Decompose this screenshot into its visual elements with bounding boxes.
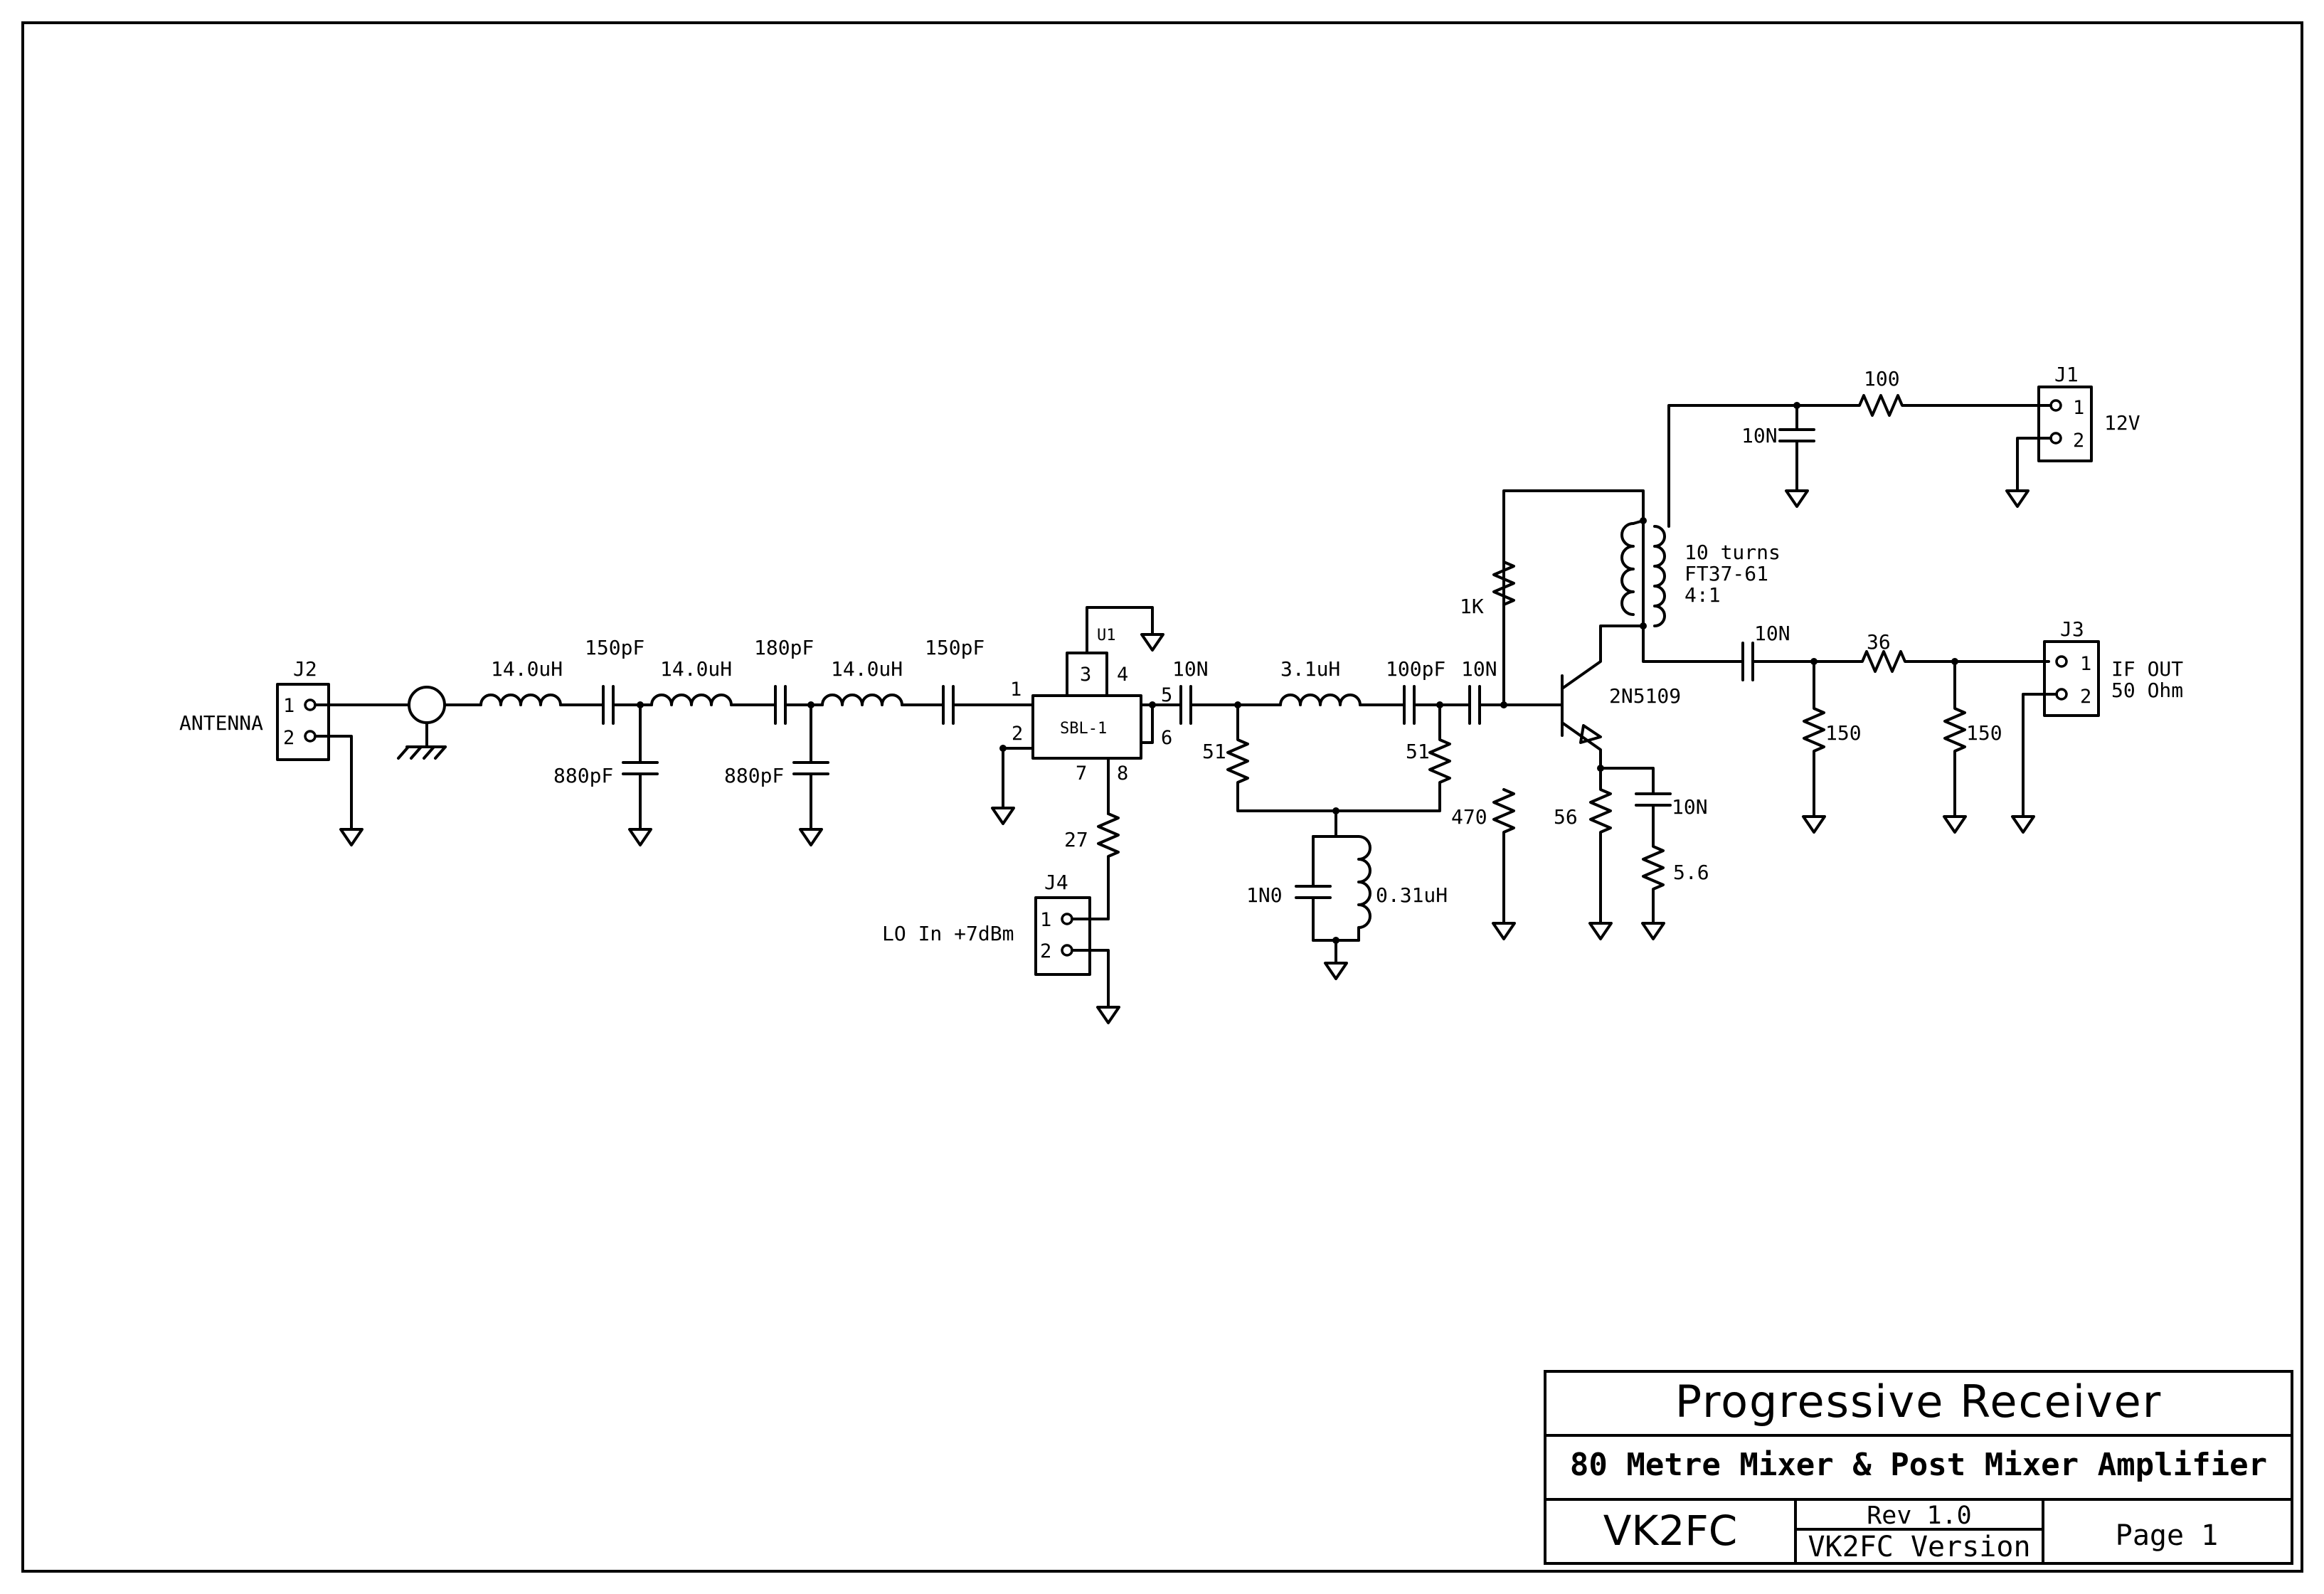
component-label: J4 (1044, 871, 1068, 894)
title-text: Progressive Receiver (1675, 1376, 2163, 1428)
mixer-u1: SBL-1 U1 1 2 3 4 5 6 7 8 (1010, 627, 1172, 785)
component-label: 10 turns (1684, 541, 1781, 564)
component-label: 1 (1040, 909, 1051, 931)
transformer-t1 (1620, 519, 1666, 627)
component-label: 27 (1064, 828, 1088, 851)
resistor-diplexer-right (1428, 703, 1451, 811)
component-label: 10N (1172, 657, 1209, 681)
component-label: 8 (1117, 763, 1128, 785)
component-label: U1 (1097, 627, 1116, 644)
component-label: 1 (2080, 653, 2091, 675)
inductor-l2 (650, 694, 733, 706)
component-label: J1 (2054, 363, 2079, 386)
component-label: 56 (1554, 805, 1578, 829)
component-label: 7 (1076, 763, 1087, 785)
component-label: 2 (2080, 686, 2091, 708)
component-label: 150pF (925, 636, 985, 659)
component-label: 470 (1451, 805, 1487, 829)
resistor-pad-series (1813, 650, 1956, 673)
component-label: 2 (283, 727, 295, 749)
component-label: 6 (1161, 727, 1172, 749)
component-label: 180pF (754, 636, 814, 659)
component-label: 1 (1010, 679, 1022, 701)
component-label: FT37-61 (1684, 562, 1768, 585)
component-label: 51 (1202, 740, 1226, 763)
revision-text: Rev 1.0 (1867, 1502, 1972, 1530)
sheet-border (21, 21, 2303, 1573)
coax-shield-icon (408, 686, 446, 724)
component-label: 150 (1825, 721, 1862, 745)
component-label: 4:1 (1684, 583, 1721, 607)
component-label: 3.1uH (1280, 657, 1340, 681)
version-text: VK2FC Version (1808, 1531, 2030, 1563)
transistor-q1 (1561, 625, 1645, 770)
connector-j4: J4 1 2 (1034, 871, 1091, 976)
resistor-emitter (1589, 767, 1612, 912)
component-label: 5 (1161, 684, 1172, 706)
if-out-impedance: 50 Ohm (2111, 679, 2183, 702)
component-label: 1 (2073, 397, 2084, 419)
component-label: 2 (1040, 940, 1051, 962)
resistor-bias-top (1492, 560, 1515, 606)
component-label: 10N (1461, 657, 1497, 681)
if-out-label: IF OUT (2111, 657, 2183, 681)
component-label: 14.0uH (831, 657, 903, 681)
component-label: 1N0 (1246, 883, 1283, 907)
component-label: 2 (1012, 723, 1023, 745)
resistor-emitter-2 (1642, 804, 1665, 912)
component-label: SBL-1 (1060, 720, 1107, 738)
component-label: 1 (283, 695, 295, 717)
resistor-pad-shunt1 (1803, 660, 1825, 805)
component-label: 14.0uH (660, 657, 732, 681)
inductor-l3 (821, 694, 903, 706)
component-label: 10N (1754, 622, 1790, 645)
subtitle-text: 80 Metre Mixer & Post Mixer Amplifier (1570, 1447, 2267, 1483)
component-label: 0.31uH (1376, 883, 1448, 907)
connector-j2: J2 1 2 (276, 657, 330, 761)
component-label: 10N (1741, 424, 1778, 447)
resistor-diplexer-left (1226, 703, 1249, 811)
component-label: 2 (2073, 430, 2084, 452)
inductor-diplexer (1279, 694, 1362, 706)
component-label: 10N (1672, 795, 1708, 819)
antenna-label: ANTENNA (179, 711, 263, 735)
resistor-bias-bottom (1492, 788, 1515, 912)
component-label: 150 (1966, 721, 2002, 745)
resistor-supply (1795, 394, 2034, 417)
resistor-lo (1097, 812, 1120, 920)
resistor-pad-shunt2 (1943, 660, 1966, 805)
component-label: 880pF (553, 764, 613, 787)
connector-j3: J3 1 2 (2043, 617, 2100, 717)
inductor-l1 (479, 694, 562, 706)
capacitor-c1-value: 150pF (585, 636, 644, 659)
component-label: 14.0uH (491, 657, 563, 681)
component-label: 100pF (1386, 657, 1445, 681)
connector-j1: J1 1 2 (2037, 363, 2093, 462)
component-label: 2N5109 (1609, 684, 1681, 708)
component-label: 36 (1867, 630, 1891, 654)
component-label: 3 (1080, 664, 1091, 686)
component-label: 880pF (724, 764, 784, 787)
supply-label: 12V (2104, 411, 2140, 435)
author-text: VK2FC (1603, 1507, 1737, 1555)
component-label: 4 (1117, 664, 1128, 686)
j2-ref: J2 (293, 657, 317, 681)
title-block: Progressive Receiver 80 Metre Mixer & Po… (1544, 1370, 2293, 1565)
component-label: 100 (1864, 367, 1900, 390)
component-label: J3 (2060, 617, 2084, 641)
page-number-text: Page 1 (2116, 1519, 2219, 1552)
inductor-tank (1357, 835, 1371, 942)
component-label: 5.6 (1673, 861, 1709, 884)
lo-input-label: LO In +7dBm (882, 922, 1014, 945)
component-label: 51 (1406, 740, 1430, 763)
component-label: 1K (1460, 595, 1484, 618)
